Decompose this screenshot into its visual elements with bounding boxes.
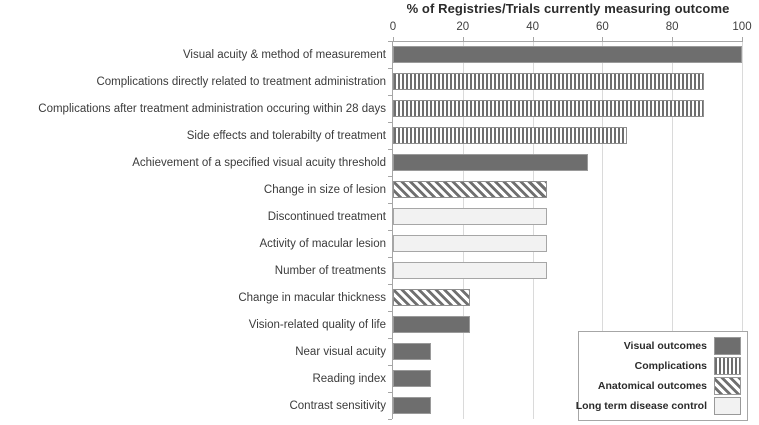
category-label: Vision-related quality of life xyxy=(248,318,386,331)
category-label: Reading index xyxy=(312,372,386,385)
x-axis-tick xyxy=(532,37,534,41)
bar xyxy=(393,73,704,90)
x-tick-label: 40 xyxy=(526,21,539,33)
legend-item-anatomical-outcomes: Anatomical outcomes xyxy=(585,377,741,395)
category-axis-tick xyxy=(388,176,392,177)
legend-item-visual-outcomes: Visual outcomes xyxy=(585,337,741,355)
category-axis-tick xyxy=(388,392,392,393)
legend-label: Visual outcomes xyxy=(623,340,707,352)
bar xyxy=(393,235,547,252)
category-label: Activity of macular lesion xyxy=(259,237,386,250)
category-label: Number of treatments xyxy=(274,264,386,277)
x-axis-tick xyxy=(393,37,394,41)
legend-swatch-diagonal-stripes-icon xyxy=(714,377,741,395)
category-label: Complications after treatment administra… xyxy=(38,102,386,115)
category-label: Change in macular thickness xyxy=(238,291,386,304)
chart-title: % of Registries/Trials currently measuri… xyxy=(406,1,730,16)
category-label: Contrast sensitivity xyxy=(289,399,386,412)
legend-label: Anatomical outcomes xyxy=(597,380,707,392)
category-label: Complications directly related to treatm… xyxy=(96,75,386,88)
bar xyxy=(393,316,470,333)
legend-swatch-vertical-stripes-icon xyxy=(714,357,741,375)
category-axis-line xyxy=(392,41,393,419)
category-axis-tick xyxy=(388,311,392,312)
category-axis-tick xyxy=(388,68,392,69)
gridline xyxy=(462,41,464,419)
x-tick-label: 0 xyxy=(389,21,397,33)
category-label: Side effects and tolerabilty of treatmen… xyxy=(186,129,386,142)
x-axis-tick xyxy=(742,37,743,41)
legend-label: Complications xyxy=(634,360,707,372)
bar xyxy=(393,343,432,360)
category-axis-tick xyxy=(388,95,392,96)
category-axis-tick xyxy=(388,149,392,150)
category-label: Visual acuity & method of measurement xyxy=(182,48,386,61)
bar xyxy=(393,289,470,306)
category-axis-tick xyxy=(388,257,392,258)
bar xyxy=(393,262,547,279)
bar xyxy=(393,100,704,117)
legend-swatch-plain-icon xyxy=(714,397,741,415)
gridline xyxy=(742,41,743,419)
legend-swatch-solid-icon xyxy=(714,337,741,355)
legend-item-long-term-disease-control: Long term disease control xyxy=(576,397,741,415)
category-label: Discontinued treatment xyxy=(267,210,386,223)
bar xyxy=(393,127,627,144)
bar xyxy=(393,181,547,198)
category-axis-tick xyxy=(388,338,392,339)
x-tick-label: 60 xyxy=(595,21,609,33)
x-axis-line xyxy=(392,41,743,42)
category-label: Near visual acuity xyxy=(295,345,386,358)
legend-label: Long term disease control xyxy=(575,400,707,412)
category-label: Change in size of lesion xyxy=(263,183,386,196)
bar xyxy=(393,46,742,63)
x-axis-tick xyxy=(672,37,674,41)
x-tick-label: 80 xyxy=(665,21,679,33)
legend-item-complications: Complications xyxy=(585,357,741,375)
category-axis-tick xyxy=(388,230,392,231)
gridline xyxy=(672,41,674,419)
category-axis-tick xyxy=(388,419,392,420)
category-label: Achievement of a specified visual acuity… xyxy=(132,156,386,169)
category-axis-tick xyxy=(388,122,392,123)
bar xyxy=(393,370,432,387)
category-axis-tick xyxy=(388,41,392,42)
category-axis-tick xyxy=(388,284,392,285)
bar xyxy=(393,397,432,414)
x-tick-label: 20 xyxy=(456,21,470,33)
x-tick-label: 100 xyxy=(732,21,752,33)
gridline xyxy=(602,41,604,419)
gridline xyxy=(532,41,534,419)
x-axis-tick xyxy=(462,37,464,41)
x-axis-tick xyxy=(602,37,604,41)
legend: Visual outcomes Complications Anatomical… xyxy=(576,331,748,421)
category-axis-tick xyxy=(388,203,392,204)
bar xyxy=(393,154,589,171)
category-axis-tick xyxy=(388,365,392,366)
bar xyxy=(393,208,547,225)
